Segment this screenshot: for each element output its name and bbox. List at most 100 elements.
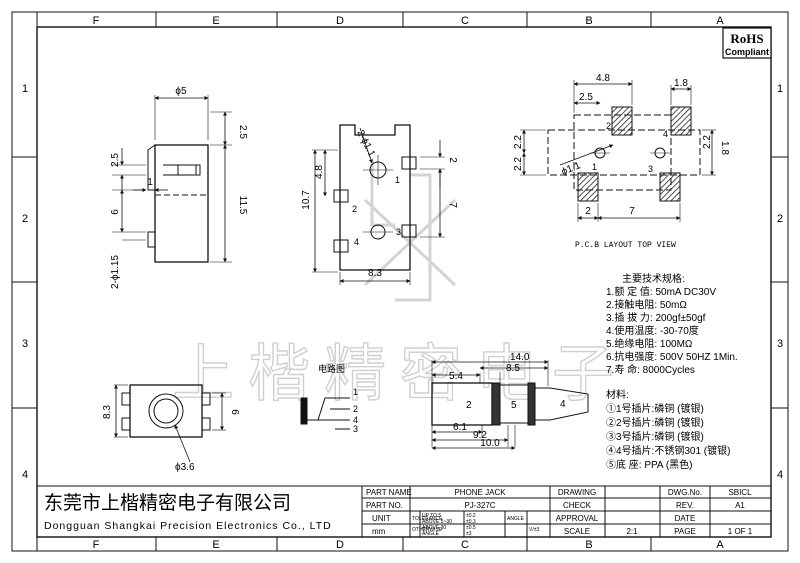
svg-text:Compliant: Compliant bbox=[725, 47, 769, 57]
svg-text:3.插 拔 力: 200gf±50gf: 3.插 拔 力: 200gf±50gf bbox=[606, 311, 706, 324]
plug-view-dims: 14.0 8.5 5.4 6.1 9.2 10.0 2 5 4 bbox=[449, 352, 566, 449]
svg-text:10.7: 10.7 bbox=[301, 190, 312, 210]
svg-text:7: 7 bbox=[447, 202, 458, 208]
svg-text:②2号插片:磷铜 (镀银): ②2号插片:磷铜 (镀银) bbox=[606, 416, 704, 429]
svg-text:UP TO 5: UP TO 5 bbox=[422, 513, 441, 519]
svg-text:2:1: 2:1 bbox=[626, 527, 638, 536]
svg-text:ϕ3.6: ϕ3.6 bbox=[175, 462, 195, 473]
svg-text:PJ-327C: PJ-327C bbox=[464, 501, 495, 510]
circuit-labels: 电路图 1 2 4 3 bbox=[318, 363, 358, 434]
svg-text:DATE: DATE bbox=[675, 514, 696, 523]
svg-text:1 OF 1: 1 OF 1 bbox=[728, 527, 753, 536]
svg-text:ANGLE: ANGLE bbox=[422, 531, 440, 537]
svg-text:ANGLE: ANGLE bbox=[507, 516, 525, 522]
svg-text:ABOVE 5~30: ABOVE 5~30 bbox=[422, 519, 452, 525]
svg-text:2.5: 2.5 bbox=[237, 125, 248, 139]
svg-text:1: 1 bbox=[395, 175, 400, 185]
svg-text:2: 2 bbox=[606, 121, 611, 131]
side-view-dims: ϕ5 2.5 11.5 2.5 1 6 2-ϕ1.15 bbox=[110, 86, 248, 289]
front-view-dims: 2-ϕ1.1 4.8 10.7 2 7 8.3 1 2 3 4 bbox=[301, 128, 458, 279]
bottom-view-dims: 8.3 6 ϕ3.6 bbox=[102, 405, 240, 473]
svg-text:±3: ±3 bbox=[466, 531, 472, 537]
svg-text:4.8: 4.8 bbox=[314, 165, 325, 179]
svg-text:1.8: 1.8 bbox=[719, 141, 730, 155]
svg-text:8.3: 8.3 bbox=[102, 405, 113, 419]
title-block bbox=[36, 485, 772, 538]
svg-text:1: 1 bbox=[592, 162, 597, 172]
svg-text:5.4: 5.4 bbox=[449, 371, 463, 382]
svg-text:4: 4 bbox=[22, 469, 28, 481]
svg-text:3: 3 bbox=[22, 338, 28, 350]
svg-text:10.0: 10.0 bbox=[480, 438, 500, 449]
svg-text:1.额 定 值: 50mA DC30V: 1.额 定 值: 50mA DC30V bbox=[606, 285, 716, 298]
svg-text:Dongguan Shangkai Precision El: Dongguan Shangkai Precision Electronics … bbox=[44, 520, 332, 532]
svg-text:4.使用温度: -30-70度: 4.使用温度: -30-70度 bbox=[606, 324, 699, 337]
svg-text:1: 1 bbox=[147, 177, 153, 188]
pcb-layout bbox=[520, 80, 716, 222]
svg-text:B: B bbox=[585, 15, 592, 27]
svg-text:TOLERANCE: TOLERANCE bbox=[412, 516, 443, 522]
svg-text:mm: mm bbox=[372, 527, 386, 536]
svg-text:CHECK: CHECK bbox=[563, 501, 592, 510]
column-labels: F E D C B A F E D C B A bbox=[93, 15, 725, 551]
svg-text:2-ϕ1.15: 2-ϕ1.15 bbox=[110, 255, 121, 289]
svg-text:③3号插片:磷铜 (镀银): ③3号插片:磷铜 (镀银) bbox=[606, 430, 704, 443]
svg-text:F: F bbox=[93, 539, 100, 551]
svg-text:8.5: 8.5 bbox=[506, 363, 520, 374]
svg-text:①1号插片:磷铜 (镀银): ①1号插片:磷铜 (镀银) bbox=[606, 402, 704, 415]
svg-text:电路图: 电路图 bbox=[318, 363, 345, 374]
svg-text:1: 1 bbox=[22, 83, 28, 95]
svg-text:7: 7 bbox=[629, 206, 635, 217]
svg-text:4: 4 bbox=[777, 469, 783, 481]
svg-text:4: 4 bbox=[354, 237, 359, 247]
rohs-badge: RoHS Compliant bbox=[722, 27, 772, 59]
svg-text:6.1: 6.1 bbox=[453, 422, 467, 433]
svg-text:C: C bbox=[461, 15, 469, 27]
svg-text:东莞市上楷精密电子有限公司: 东莞市上楷精密电子有限公司 bbox=[44, 492, 291, 514]
svg-text:DRAWING: DRAWING bbox=[558, 488, 596, 497]
svg-text:8.3: 8.3 bbox=[368, 268, 382, 279]
pcb-layout-dims: 4.8 1.8 2.5 2.2 2.2 2.2 1.8 ϕ1.1 2 7 2 4… bbox=[513, 73, 730, 250]
svg-text:ϕ5: ϕ5 bbox=[175, 86, 187, 97]
svg-text:6: 6 bbox=[229, 409, 240, 415]
svg-text:2.接触电阻: 50mΩ: 2.接触电阻: 50mΩ bbox=[606, 298, 687, 311]
svg-text:B: B bbox=[585, 539, 592, 551]
svg-text:±0.3: ±0.3 bbox=[466, 519, 476, 525]
circuit-diagram bbox=[300, 397, 350, 430]
svg-text:4.8: 4.8 bbox=[596, 73, 610, 84]
svg-text:SBICL: SBICL bbox=[728, 488, 752, 497]
svg-text:主要技术规格:: 主要技术规格: bbox=[622, 272, 685, 285]
svg-text:1.8: 1.8 bbox=[674, 78, 688, 89]
svg-text:3: 3 bbox=[648, 164, 653, 174]
side-view bbox=[112, 95, 232, 263]
svg-text:A1: A1 bbox=[735, 501, 745, 510]
svg-text:④4号插片:不锈钢301 (镀银): ④4号插片:不锈钢301 (镀银) bbox=[606, 444, 730, 457]
title-block-text: 东莞市上楷精密电子有限公司 Dongguan Shangkai Precisio… bbox=[44, 488, 753, 537]
svg-text:14.0: 14.0 bbox=[510, 352, 530, 363]
svg-text:5.绝缘电阻: 100MΩ: 5.绝缘电阻: 100MΩ bbox=[606, 337, 693, 350]
svg-text:上楷精密电子: 上楷精密电子 bbox=[172, 340, 628, 409]
svg-text:F: F bbox=[93, 15, 100, 27]
plug-view bbox=[431, 360, 589, 450]
svg-text:11.5: 11.5 bbox=[237, 196, 248, 215]
svg-text:2.2: 2.2 bbox=[513, 135, 524, 149]
svg-text:±0.2: ±0.2 bbox=[466, 513, 476, 519]
svg-text:D: D bbox=[336, 15, 344, 27]
svg-text:2: 2 bbox=[777, 213, 783, 225]
svg-text:PHONE JACK: PHONE JACK bbox=[454, 488, 506, 497]
svg-text:P.C.B LAYOUT TOP VIEW: P.C.B LAYOUT TOP VIEW bbox=[575, 241, 676, 250]
svg-text:⑤底 座: PPA (黑色): ⑤底 座: PPA (黑色) bbox=[606, 458, 693, 471]
svg-text:E: E bbox=[212, 539, 219, 551]
svg-text:4: 4 bbox=[663, 129, 668, 139]
svg-text:2.2: 2.2 bbox=[513, 157, 524, 171]
materials-block: 材料: ①1号插片:磷铜 (镀银) ②2号插片:磷铜 (镀银) ③3号插片:磷铜… bbox=[606, 388, 730, 471]
svg-text:3: 3 bbox=[396, 227, 401, 237]
svg-text:V/±3: V/±3 bbox=[529, 527, 539, 533]
svg-text:A: A bbox=[716, 15, 724, 27]
bottom-view bbox=[114, 384, 226, 463]
svg-text:2: 2 bbox=[352, 204, 357, 214]
svg-text:OTHERWISE: OTHERWISE bbox=[412, 527, 443, 533]
svg-text:1: 1 bbox=[777, 83, 783, 95]
svg-text:2: 2 bbox=[447, 157, 458, 163]
